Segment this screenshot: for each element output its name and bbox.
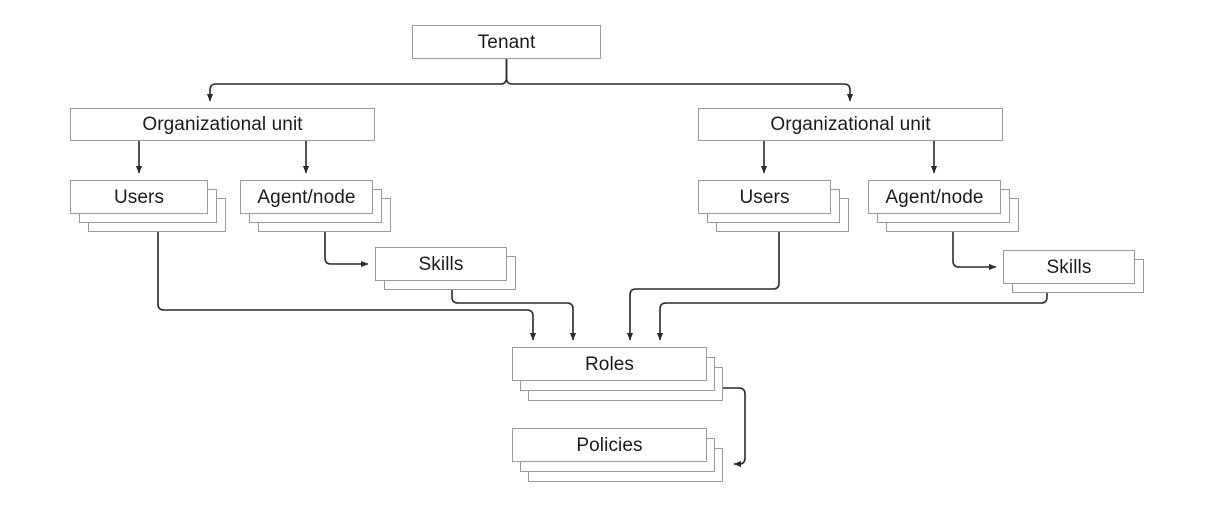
edge-tenant-to-org-right bbox=[505, 59, 854, 102]
node-agent-node-right-label: Agent/node bbox=[885, 186, 984, 208]
node-roles-card[interactable]: Roles bbox=[512, 347, 707, 381]
node-org-unit-left[interactable]: Organizational unit bbox=[70, 108, 375, 141]
node-users-left-label: Users bbox=[113, 186, 165, 208]
node-org-unit-right[interactable]: Organizational unit bbox=[698, 108, 1003, 141]
node-agent-node-left[interactable]: Agent/node bbox=[240, 180, 391, 232]
edge-skills-left-to-roles bbox=[451, 290, 577, 341]
node-agent-node-left-card[interactable]: Agent/node bbox=[240, 180, 373, 214]
edge-agent-left-to-skills bbox=[324, 231, 369, 268]
node-org-unit-right-card[interactable]: Organizational unit bbox=[698, 108, 1003, 141]
node-skills-right-label: Skills bbox=[1046, 256, 1092, 278]
node-skills-left-label: Skills bbox=[418, 253, 464, 275]
edge-roles-to-policies bbox=[723, 387, 746, 468]
node-skills-right[interactable]: Skills bbox=[1003, 250, 1144, 293]
node-users-right-label: Users bbox=[739, 186, 790, 208]
node-roles[interactable]: Roles bbox=[512, 347, 723, 401]
node-policies[interactable]: Policies bbox=[512, 428, 723, 482]
node-org-unit-left-card[interactable]: Organizational unit bbox=[70, 108, 375, 141]
node-tenant-card[interactable]: Tenant bbox=[412, 25, 601, 59]
node-roles-label: Roles bbox=[584, 353, 635, 375]
node-skills-left[interactable]: Skills bbox=[375, 247, 516, 290]
node-agent-node-left-label: Agent/node bbox=[257, 186, 356, 208]
node-users-right-card[interactable]: Users bbox=[698, 180, 831, 214]
edge-skills-right-to-roles bbox=[656, 293, 1048, 341]
node-agent-node-right[interactable]: Agent/node bbox=[868, 180, 1019, 232]
node-users-left[interactable]: Users bbox=[70, 180, 226, 232]
edge-users-right-to-roles bbox=[626, 231, 780, 341]
node-tenant[interactable]: Tenant bbox=[412, 25, 601, 59]
node-skills-left-card[interactable]: Skills bbox=[375, 247, 507, 281]
node-org-unit-right-label: Organizational unit bbox=[770, 114, 931, 135]
node-tenant-label: Tenant bbox=[477, 31, 536, 53]
edge-agent-right-to-skills bbox=[952, 231, 997, 271]
node-policies-label: Policies bbox=[576, 434, 643, 456]
node-skills-right-card[interactable]: Skills bbox=[1003, 250, 1135, 284]
edge-tenant-to-org-left bbox=[206, 59, 508, 102]
node-users-right[interactable]: Users bbox=[698, 180, 849, 232]
node-policies-card[interactable]: Policies bbox=[512, 428, 707, 462]
edge-users-left-to-roles bbox=[157, 231, 537, 341]
node-agent-node-right-card[interactable]: Agent/node bbox=[868, 180, 1001, 214]
node-users-left-card[interactable]: Users bbox=[70, 180, 208, 214]
node-org-unit-left-label: Organizational unit bbox=[142, 114, 303, 135]
